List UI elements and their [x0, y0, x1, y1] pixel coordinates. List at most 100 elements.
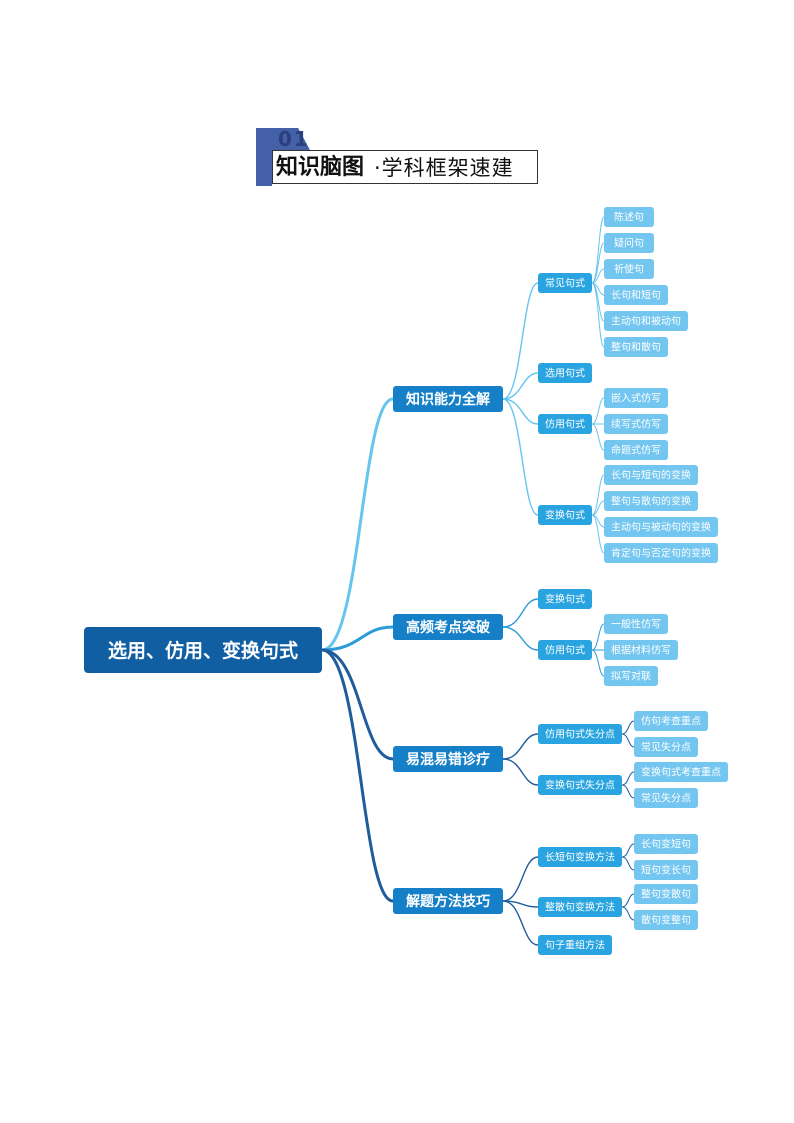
leaf-node-3-0-1: 短句变长句	[634, 860, 698, 880]
header-title-box	[272, 150, 538, 184]
leaf-node-0-0-4-label: 主动句和被动句	[611, 315, 681, 328]
child-node-3-1-label: 整散句变换方法	[545, 901, 615, 914]
link-child-3-1-leaf-1	[621, 906, 635, 921]
link-branch-1-child-0	[502, 598, 539, 628]
leaf-node-0-0-5-label: 整句和散句	[611, 341, 661, 354]
leaf-node-0-3-2: 主动句与被动句的变换	[604, 517, 718, 537]
leaf-node-2-0-1-box	[634, 737, 698, 757]
child-node-1-1-box	[538, 640, 592, 660]
link-branch-3-child-0	[502, 856, 539, 902]
leaf-node-0-0-5-box	[604, 337, 668, 357]
link-branch-2-child-1	[502, 758, 539, 786]
leaf-node-0-2-0: 嵌入式仿写	[604, 388, 668, 408]
child-node-0-2-box	[538, 414, 592, 434]
leaf-node-1-1-1: 根据材料仿写	[604, 640, 678, 660]
leaf-node-3-1-1-box	[634, 910, 698, 930]
link-branch-0-child-3	[502, 398, 539, 516]
link-child-1-1-leaf-0	[591, 623, 605, 651]
leaf-node-2-1-1-label: 常见失分点	[641, 792, 691, 805]
child-node-2-1-box	[538, 775, 622, 795]
leaf-node-0-0-1-box	[604, 233, 654, 253]
section-number-tab	[256, 128, 310, 150]
header-title-main: 知识脑图	[276, 155, 365, 180]
child-node-3-0-label: 长短句变换方法	[545, 851, 615, 864]
child-node-3-0: 长短句变换方法	[538, 847, 622, 867]
leaf-node-0-2-2-box	[604, 440, 668, 460]
child-node-0-0-box	[538, 273, 592, 293]
child-node-2-0-box	[538, 724, 622, 744]
root-node-label: 选用、仿用、变换句式	[108, 639, 298, 662]
leaf-node-3-0-0-box	[634, 834, 698, 854]
root-node-box	[84, 627, 322, 673]
link-root-branch-1	[320, 625, 395, 652]
leaf-node-1-1-0-label: 一般性仿写	[611, 618, 661, 631]
leaf-node-0-0-4-box	[604, 311, 688, 331]
branch-node-1-label: 高频考点突破	[406, 619, 490, 636]
link-child-3-0-leaf-1	[621, 856, 635, 871]
child-node-3-1-box	[538, 897, 622, 917]
link-branch-0-child-0	[502, 282, 539, 400]
section-number: 01	[278, 127, 310, 151]
child-node-2-1: 变换句式失分点	[538, 775, 622, 795]
link-root-branch-3	[320, 648, 395, 903]
leaf-node-0-3-3: 肯定句与否定句的变换	[604, 543, 718, 563]
branch-node-3-box	[393, 888, 503, 914]
leaf-node-0-0-0-label: 陈述句	[614, 211, 644, 224]
link-child-0-3-leaf-3	[591, 514, 605, 554]
child-node-1-1: 仿用句式	[538, 640, 592, 660]
leaf-node-2-1-1-box	[634, 788, 698, 808]
child-node-0-0-label: 常见句式	[545, 277, 585, 290]
leaf-node-0-2-2-label: 命题式仿写	[611, 444, 661, 457]
branch-node-0: 知识能力全解	[393, 386, 503, 412]
leaf-node-0-3-0-label: 长句与短句的变换	[611, 469, 691, 482]
leaf-node-0-2-1: 续写式仿写	[604, 414, 668, 434]
leaf-node-0-2-0-label: 嵌入式仿写	[611, 392, 661, 405]
link-child-2-0-leaf-0	[621, 720, 635, 735]
leaf-node-2-0-0: 仿句考查重点	[634, 711, 708, 731]
branch-node-2-box	[393, 746, 503, 772]
child-node-3-1: 整散句变换方法	[538, 897, 622, 917]
leaf-node-0-0-0-box	[604, 207, 654, 227]
child-node-0-0: 常见句式	[538, 273, 592, 293]
leaf-node-2-1-1: 常见失分点	[634, 788, 698, 808]
child-node-0-2: 仿用句式	[538, 414, 592, 434]
child-node-3-2-box	[538, 935, 612, 955]
link-child-0-0-leaf-5	[591, 282, 605, 348]
leaf-node-3-0-1-label: 短句变长句	[641, 864, 691, 877]
child-node-1-1-label: 仿用句式	[545, 644, 585, 657]
child-node-2-0: 仿用句式失分点	[538, 724, 622, 744]
leaf-node-0-3-1-label: 整句与散句的变换	[611, 495, 691, 508]
link-child-0-2-leaf-0	[591, 397, 605, 425]
leaf-node-3-0-0-label: 长句变短句	[641, 838, 691, 851]
child-node-1-0: 变换句式	[538, 589, 592, 609]
link-child-0-0-leaf-2	[591, 268, 605, 284]
link-child-2-1-leaf-0	[621, 771, 635, 786]
link-root-branch-2	[320, 648, 395, 761]
leaf-node-2-0-0-box	[634, 711, 708, 731]
leaf-node-0-3-1-box	[604, 491, 698, 511]
link-child-3-1-leaf-0	[621, 893, 635, 908]
leaf-node-0-3-1: 整句与散句的变换	[604, 491, 698, 511]
leaf-node-3-1-1-label: 散句变整句	[641, 914, 691, 927]
mind-map-nodes: 选用、仿用、变换句式知识能力全解常见句式陈述句疑问句祈使句长句和短句主动句和被动…	[84, 207, 728, 955]
link-child-2-1-leaf-1	[621, 784, 635, 799]
leaf-node-3-0-1-box	[634, 860, 698, 880]
leaf-node-2-1-0-label: 变换句式考查重点	[641, 766, 721, 779]
child-node-2-0-label: 仿用句式失分点	[545, 728, 615, 741]
branch-node-3: 解题方法技巧	[393, 888, 503, 914]
section-header: 01 知识脑图 ·学科框架速建	[256, 128, 546, 188]
leaf-node-0-2-0-box	[604, 388, 668, 408]
link-child-0-0-leaf-1	[591, 242, 605, 284]
leaf-node-0-0-3-label: 长句和短句	[611, 289, 661, 302]
link-root-branch-0	[320, 397, 395, 652]
child-node-0-3-box	[538, 505, 592, 525]
child-node-1-0-box	[538, 589, 592, 609]
child-node-3-2-label: 句子重组方法	[545, 939, 605, 952]
child-node-1-0-label: 变换句式	[545, 593, 585, 606]
leaf-node-1-1-1-box	[604, 640, 678, 660]
branch-node-1-box	[393, 614, 503, 640]
leaf-node-0-3-0-box	[604, 465, 698, 485]
link-child-0-0-leaf-0	[591, 216, 605, 284]
link-branch-0-child-2	[502, 398, 539, 425]
branch-node-0-label: 知识能力全解	[406, 391, 490, 408]
